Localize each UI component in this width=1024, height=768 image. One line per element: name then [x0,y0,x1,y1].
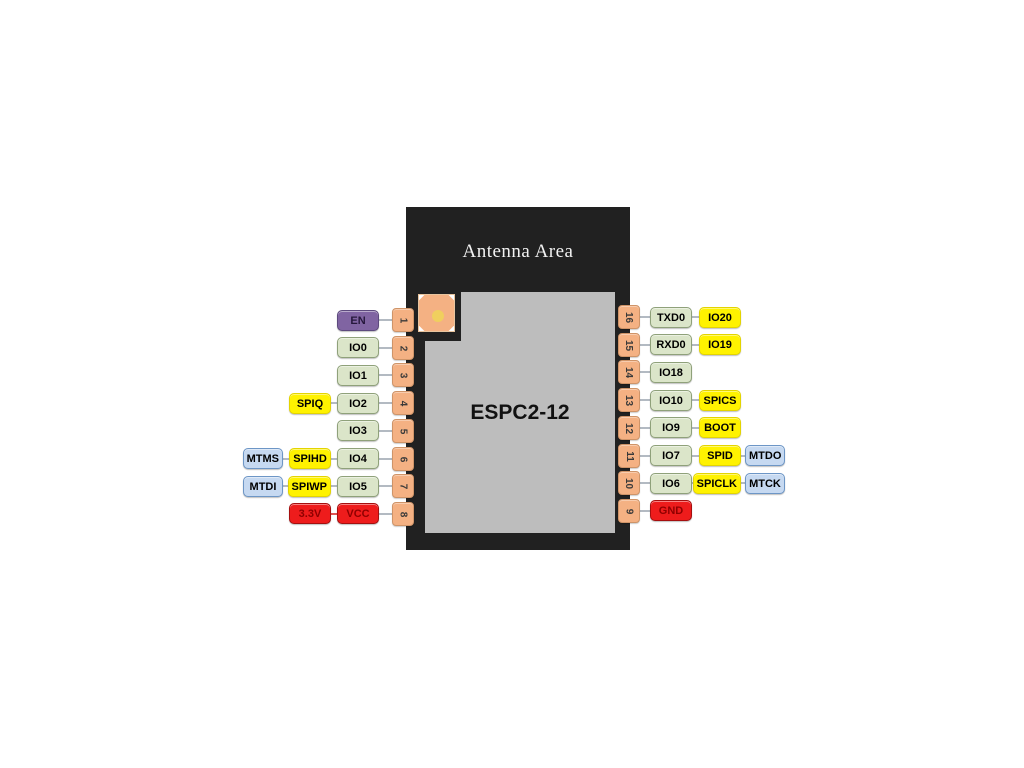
connector-line [636,510,654,512]
connector-line [688,316,704,318]
pin-label-IO19: IO19 [699,334,741,355]
connector-line [688,344,704,346]
pin-label-SPICS: SPICS [699,390,741,411]
antenna-area-label: Antenna Area [462,241,574,262]
pin-label-BOOT: BOOT [699,417,741,438]
pin-label-VCC: VCC [337,503,379,524]
pin-label-IO1: IO1 [337,365,379,386]
pin-number: 7 [397,483,409,489]
feed-point-dot [432,310,444,322]
pin-label-SPIHD: SPIHD [289,448,331,469]
pin-number: 3 [397,372,409,378]
pin-number: 1 [397,317,409,323]
connector-line [375,402,396,404]
pin-number: 6 [397,456,409,462]
pin-tab-14: 14 [618,360,640,384]
pin-label-SPIQ: SPIQ [289,393,331,414]
connector-line [688,399,704,401]
pin-tab-5: 5 [392,419,414,443]
connector-line [688,427,704,429]
pin-label-SPID: SPID [699,445,741,466]
pin-label-GND: GND [650,500,692,521]
pin-tab-9: 9 [618,499,640,523]
pin-label-MTMS: MTMS [242,448,283,469]
connector-line [375,485,396,487]
pin-label-IO18: IO18 [650,362,692,383]
pin-tab-3: 3 [392,363,414,387]
pin-number: 10 [623,477,635,489]
pin-label-IO3: IO3 [337,420,379,441]
pin-tab-11: 11 [618,444,640,468]
pin-tab-2: 2 [392,336,414,360]
connector-line [375,374,396,376]
pin-label-IO0: IO0 [337,337,379,358]
pin-label-IO9: IO9 [650,417,692,438]
connector-line [636,455,654,457]
connector-line [375,458,396,460]
antenna-feed-pad [418,294,455,332]
pin-number: 12 [623,422,635,434]
pin-label-IO4: IO4 [337,448,379,469]
pin-number: 14 [623,366,635,378]
pin-label-3.3V: 3.3V [289,503,331,524]
pin-label-SPICLK: SPICLK [692,473,741,494]
pin-number: 16 [623,311,635,323]
pin-label-MTCK: MTCK [745,473,785,494]
pin-tab-6: 6 [392,447,414,471]
pin-number: 5 [397,428,409,434]
pad-corner-mark [419,295,425,301]
pin-number: 4 [397,400,409,406]
pin-label-IO2: IO2 [337,393,379,414]
pin-number: 2 [397,345,409,351]
pin-label-SPIWP: SPIWP [287,476,331,497]
connector-line [688,455,704,457]
pin-tab-1: 1 [392,308,414,332]
pin-number: 8 [397,511,409,517]
connector-line [279,458,293,460]
pin-number: 15 [623,339,635,351]
connector-line [327,458,341,460]
module-body: Antenna Area ESPC2-12 [406,207,630,550]
connector-line [737,455,749,457]
chip-name: ESPC2-12 [470,400,570,424]
connector-line [327,485,341,487]
pin-label-IO5: IO5 [337,476,379,497]
connector-line [375,430,396,432]
pin-label-MTDO: MTDO [745,445,786,466]
pin-number: 13 [623,394,635,406]
pin-label-EN: EN [337,310,379,331]
connector-line [636,344,654,346]
connector-line [636,427,654,429]
connector-line [327,402,341,404]
pin-tab-15: 15 [618,333,640,357]
connector-line [375,319,396,321]
pin-label-IO10: IO10 [650,390,692,411]
pin-tab-8: 8 [392,502,414,526]
connector-line [279,485,293,487]
pin-tab-16: 16 [618,305,640,329]
pin-label-IO7: IO7 [650,445,692,466]
connector-line [636,399,654,401]
connector-line [636,482,654,484]
pin-label-IO20: IO20 [699,307,741,328]
connector-line [636,316,654,318]
pin-label-IO6: IO6 [650,473,692,494]
pin-tab-13: 13 [618,388,640,412]
pin-label-TXD0: TXD0 [650,307,692,328]
pin-tab-10: 10 [618,471,640,495]
connector-line [375,347,396,349]
pin-tab-7: 7 [392,474,414,498]
pin-label-RXD0: RXD0 [650,334,692,355]
connector-line [636,371,654,373]
connector-line [375,513,396,515]
connector-line [327,513,341,515]
pin-number: 9 [623,508,635,514]
pin-label-MTDI: MTDI [243,476,283,497]
pin-tab-4: 4 [392,391,414,415]
pin-number: 11 [623,450,635,462]
pad-corner-mark [419,325,425,331]
pin-tab-12: 12 [618,416,640,440]
connector-line [737,482,749,484]
